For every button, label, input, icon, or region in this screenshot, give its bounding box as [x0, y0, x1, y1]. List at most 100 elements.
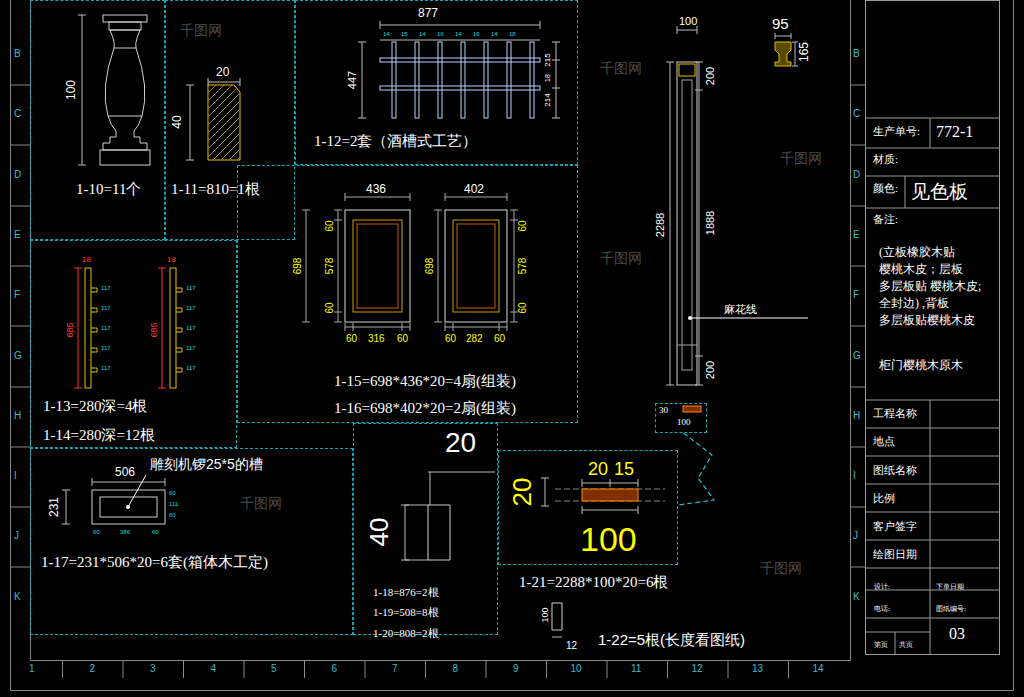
dimension-text: 100: [65, 80, 79, 100]
dimension-text: 200: [704, 67, 717, 85]
dimension-text: 117: [186, 325, 196, 332]
title-field: 备注:: [873, 213, 898, 226]
grid-ref: I: [14, 470, 17, 482]
dimension-text: 231: [48, 497, 62, 517]
dimension-text: 578: [517, 258, 529, 275]
dimension-text: 40: [171, 115, 185, 128]
dimension-text: 214: [543, 93, 552, 106]
grid-ref: 12: [692, 663, 703, 675]
molding-profile: [775, 42, 791, 66]
dimension-text: 447: [346, 71, 359, 89]
grid-ref: 10: [571, 663, 582, 675]
grid-ref: K: [14, 591, 21, 603]
dimension-text: 1-22=5根(长度看图纸): [598, 631, 745, 648]
cabinet-doors: [345, 210, 507, 322]
dimension-line: [541, 478, 638, 514]
title-field: 见色板: [911, 181, 968, 203]
dimension-text: 100: [580, 520, 637, 559]
dimension-text: 117: [101, 305, 111, 312]
dimension-text: 60: [324, 302, 336, 313]
grid-ref: G: [14, 350, 22, 362]
dimension-text: 100: [540, 607, 550, 622]
dimension-text: 14: [419, 31, 426, 38]
dimension-text: 117: [101, 345, 111, 352]
dimension-text: 15: [614, 459, 634, 480]
detail-callout-line: [678, 433, 714, 505]
part-caption: 1-19=508=8根: [373, 606, 439, 619]
dimension-text: 20: [588, 459, 608, 480]
grid-ref: E: [853, 229, 860, 241]
title-field: 03: [949, 625, 965, 643]
watermark: 千图网: [760, 560, 802, 576]
part-caption: 1-17=231*506*20=6套(箱体木工定): [41, 554, 268, 571]
dimension-text: 60: [152, 529, 159, 536]
dimension-line: [666, 26, 703, 385]
title-field: 绘图日期: [873, 548, 917, 561]
dimension-text: 117: [186, 305, 196, 312]
grid-ref: 7: [392, 663, 398, 675]
dimension-text: 117: [186, 365, 196, 372]
grid-ref: D: [14, 169, 21, 181]
grid-ref: C: [14, 108, 21, 120]
dimension-text: 20: [216, 66, 229, 80]
dimension-text: 60: [93, 529, 100, 536]
grid-ref: C: [853, 108, 860, 120]
dimension-text: 117: [186, 345, 196, 352]
title-field: 共页: [899, 641, 913, 649]
dimension-text: 685: [149, 322, 159, 337]
title-field: 比例: [873, 492, 895, 505]
dimension-text: 402: [464, 183, 484, 197]
dimension-text: 877: [418, 7, 438, 21]
part-caption: 1-15=698*436*20=4扇(组装): [334, 373, 516, 390]
part-caption: 1-13=280深=4根: [43, 398, 147, 415]
title-field: 地点: [873, 435, 895, 448]
grid-ref: B: [14, 48, 21, 60]
title-field: 设计:: [874, 583, 890, 591]
dimension-text: 698: [292, 258, 304, 275]
dimension-text: 40: [365, 518, 395, 547]
dimension-text: 16: [437, 31, 444, 38]
dimension-line: [775, 33, 798, 66]
leader-line: [692, 318, 808, 319]
dimension-text: 685: [65, 322, 75, 337]
watermark: 千图网: [780, 150, 822, 166]
title-field: 第页: [874, 641, 888, 649]
title-field: 柜门樱桃木原木: [879, 359, 963, 373]
part-caption: 1-18=876=2根: [373, 586, 439, 599]
dimension-text: 14: [491, 31, 498, 38]
grid-ref: H: [14, 410, 21, 422]
dimension-text: 698: [424, 258, 436, 275]
upright-post: [677, 62, 697, 385]
dimension-line: [401, 472, 495, 560]
part-panel: 1-13=280深=4根 1-14=280深=12根: [30, 240, 237, 448]
dimension-text: 60: [494, 333, 505, 345]
dimension-text: 100: [679, 15, 697, 28]
dimension-text: 506: [115, 466, 135, 480]
title-field: 图纸编号:: [936, 605, 966, 613]
grid-ref: 11: [631, 663, 641, 675]
dimension-text: 95: [772, 15, 789, 32]
grid-ref: 2: [90, 663, 96, 675]
part-caption: 1-14=280深=12根: [43, 427, 155, 444]
dimension-text: 20: [445, 427, 476, 459]
dimension-text: 60: [169, 512, 176, 519]
dimension-text: 215: [543, 53, 552, 66]
grid-ref: 13: [752, 663, 763, 675]
grid-ref: 4: [211, 663, 217, 675]
grid-ref: B: [853, 48, 860, 60]
grid-ref: J: [14, 530, 19, 542]
title-field: 图纸名称: [873, 464, 917, 477]
rail-piece: [85, 268, 182, 388]
dimension-text: 雕刻机锣25*5的槽: [150, 456, 263, 472]
grid-ref: H: [853, 410, 860, 422]
dimension-text: 60: [324, 220, 336, 231]
profile-section: [582, 489, 638, 501]
part-caption: 1-16=698*402*20=2扇(组装): [334, 400, 516, 417]
grid-ref: F: [14, 289, 20, 301]
dimension-text: 436: [366, 183, 386, 197]
dimension-line: [358, 21, 560, 118]
strip-section: [552, 603, 562, 630]
dimension-line: [62, 478, 165, 524]
